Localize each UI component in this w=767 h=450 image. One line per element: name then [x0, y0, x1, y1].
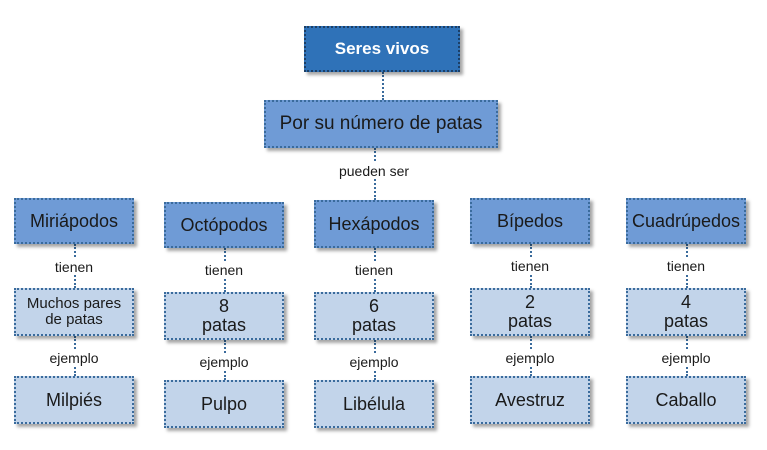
label-tienen-3: tienen — [353, 262, 395, 278]
category-node-miriapodos: Miriápodos — [14, 198, 134, 244]
label-tienen-1: tienen — [53, 259, 95, 275]
label-ejemplo-1: ejemplo — [48, 350, 100, 366]
description-node-cuadrupedos: 4 patas — [626, 288, 746, 336]
connector-root-middle — [382, 72, 384, 100]
middle-node: Por su número de patas — [264, 100, 498, 148]
description-node-hexapodos: 6 patas — [314, 292, 434, 340]
category-node-octopodos: Octópodos — [164, 202, 284, 248]
example-node-caballo: Caballo — [626, 376, 746, 424]
label-ejemplo-3: ejemplo — [348, 354, 400, 370]
description-node-octopodos: 8 patas — [164, 292, 284, 340]
label-ejemplo-2: ejemplo — [198, 354, 250, 370]
root-node: Seres vivos — [304, 26, 460, 72]
label-tienen-2: tienen — [203, 262, 245, 278]
description-node-bipedos: 2 patas — [470, 288, 590, 336]
label-ejemplo-5: ejemplo — [660, 350, 712, 366]
label-ejemplo-4: ejemplo — [504, 350, 556, 366]
category-node-cuadrupedos: Cuadrúpedos — [626, 198, 746, 244]
connector-label-pueden-ser: pueden ser — [337, 163, 411, 179]
example-node-milpies: Milpiés — [14, 376, 134, 424]
category-node-hexapodos: Hexápodos — [314, 200, 434, 248]
example-node-avestruz: Avestruz — [470, 376, 590, 424]
label-tienen-4: tienen — [509, 258, 551, 274]
example-node-libelula: Libélula — [314, 380, 434, 428]
description-node-miriapodos: Muchos pares de patas — [14, 288, 134, 336]
label-tienen-5: tienen — [665, 258, 707, 274]
category-node-bipedos: Bípedos — [470, 198, 590, 244]
example-node-pulpo: Pulpo — [164, 380, 284, 428]
